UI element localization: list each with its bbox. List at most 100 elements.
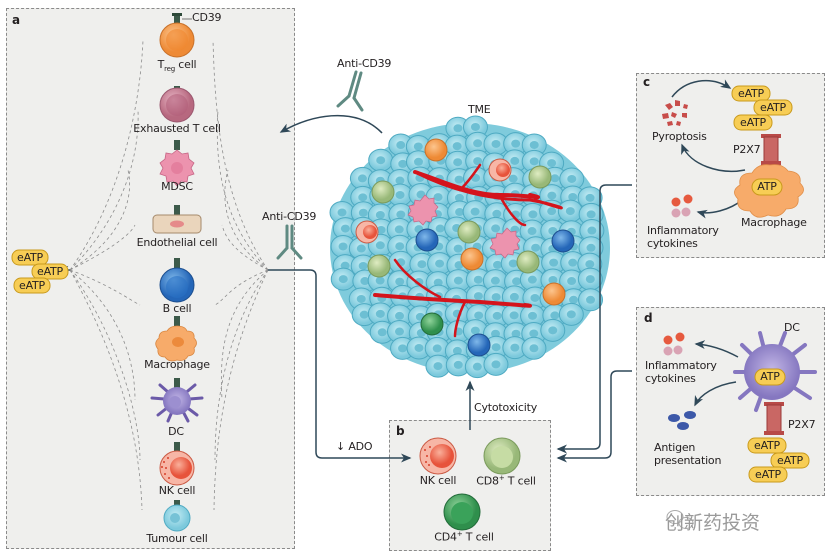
tumour-cell-nucleus [395,277,405,286]
tumour-cell-nucleus [586,295,596,304]
eatp-c-2: eATP [760,101,786,114]
tumour-cell-nucleus [511,139,521,148]
ado-label: ↓ ADO [336,440,373,453]
tumour-cell-nucleus [492,311,502,320]
tumour-cell-nucleus [375,276,385,285]
p2x7-label-c: P2X7 [733,143,761,156]
tumour-cell-nucleus [470,326,480,335]
tumour-cell-nucleus [453,124,463,133]
tumour-cell-nucleus [358,208,368,217]
eatp-c-1: eATP [738,87,764,100]
panel-b [389,420,551,551]
treg-cell-label: Treg cell [157,58,197,74]
tumour-cell-nucleus [567,174,577,183]
tumour-cell-nucleus [547,191,557,200]
eatp-a-2: eATP [37,265,63,278]
p2x7-receptor-icon-c [761,134,781,165]
tumour-cell-nucleus [565,207,575,216]
tumour-cell-nucleus [527,227,537,236]
cd39-label: CD39 [192,11,222,24]
tumour-cell-nucleus [512,277,522,286]
tumour-cell-nucleus [432,344,442,353]
tumour-cell-nucleus [470,122,480,131]
tumour-cell-nucleus [470,207,480,216]
tumour-cell-nucleus [453,158,463,167]
tumour-cell-nucleus [493,260,503,269]
ado-arrow [268,269,412,463]
antigen-label-d-1: Antigen [654,441,696,454]
tumour-cell-nucleus [356,244,366,253]
panel-a-label: a [12,13,21,27]
pyroptosis-to-eatp-arrow [671,79,732,98]
tumour-cell-nucleus [508,259,518,268]
tumour-cell-nucleus [473,275,483,284]
nk-cell-label: NK cell [158,484,196,497]
tumour-cell-nucleus [530,293,540,302]
tumour-cell-nucleus [376,156,386,165]
tumour-cell-nucleus [340,224,350,233]
eatp-d-1: eATP [754,439,780,452]
tumour-cell-nucleus [585,275,595,284]
cytokines-icon-d [663,332,685,356]
tumour-cell-nucleus [529,140,539,149]
eatp-d-2: eATP [777,454,803,467]
tumour-cell-nucleus [453,244,463,253]
atp-label-d: ATP [760,370,780,383]
tumour-cell-nucleus [338,275,348,284]
tumour-cell-nucleus [529,157,539,166]
tumour-cell-nucleus [490,276,500,285]
watermark: 创新药投资 [665,512,761,534]
tumour-cell-nucleus [548,276,558,285]
b-cell-label: B cell [162,302,192,315]
panel-b-nk-cell-label: NK cell [419,474,457,487]
tumour-cell-nucleus [509,292,519,301]
tumour-cell-nucleus [375,210,385,219]
tumour-cell-nucleus [394,225,404,234]
tumour-cell-nucleus [509,311,519,320]
eatp-d-3: eATP [755,468,781,481]
tme-to-panel-a-arrow [279,114,383,134]
tumour-cell-nucleus [567,277,577,286]
tumour-cell-nucleus [550,311,560,320]
anti-cd39-antibody-icon-a [276,224,303,260]
dc-to-cytokines-arrow [694,340,739,358]
macrophage-label: Macrophage [144,358,210,371]
tumour-cell-nucleus [376,225,386,234]
tme-label: TME [468,103,491,116]
tumour-cell-nucleus [435,259,445,268]
tumour-cell-nucleus [452,142,462,151]
tumour-cell-nucleus [547,207,557,216]
tumour-cell-nucleus [394,327,404,336]
macrophage-to-cytokines-arrow [696,199,743,219]
tumour-cell-nucleus [337,208,347,217]
dc-label-d: DC [784,321,800,334]
tumour-cell-nucleus [414,277,424,286]
cytokines-label-c-1: Inflammatory [647,224,719,237]
tumour-cell-nucleus [398,159,408,168]
panel-d-to-b-arrow [556,370,632,463]
tumour-cell-nucleus [528,210,538,219]
tumour-cell-nucleus [454,175,464,184]
tumour-cell-nucleus [474,311,484,320]
tumour-cell-nucleus [510,156,520,165]
tumour-cell-nucleus [587,226,597,235]
tumour-cell-nucleus [416,190,426,199]
tumour-cell-nucleus [473,292,483,301]
tumour-cell-nucleus [585,193,595,202]
tumour-cell-nucleus [395,176,405,185]
eatp-cluster-d [747,437,810,483]
blood-vessels [373,163,563,338]
tumour-cell-nucleus [398,344,408,353]
panel-c-to-b-arrow [556,184,632,454]
tumour-cell-nucleus [473,157,483,166]
tumour-cell-nucleus [529,329,539,338]
tumour-cell-nucleus [375,309,385,318]
p2x7-label-d: P2X7 [788,418,816,431]
tumour-cell-nucleus [453,360,463,369]
panel-b-cd4-label: CD4+ T cell [434,530,494,544]
fan-lines-right [212,39,269,511]
anti-cd39-antibody-icon-top [336,70,364,112]
tumour-cell-nucleus [527,275,537,284]
tumour-cell-nucleus [358,261,368,270]
tumour-cell-nucleus [531,243,541,252]
